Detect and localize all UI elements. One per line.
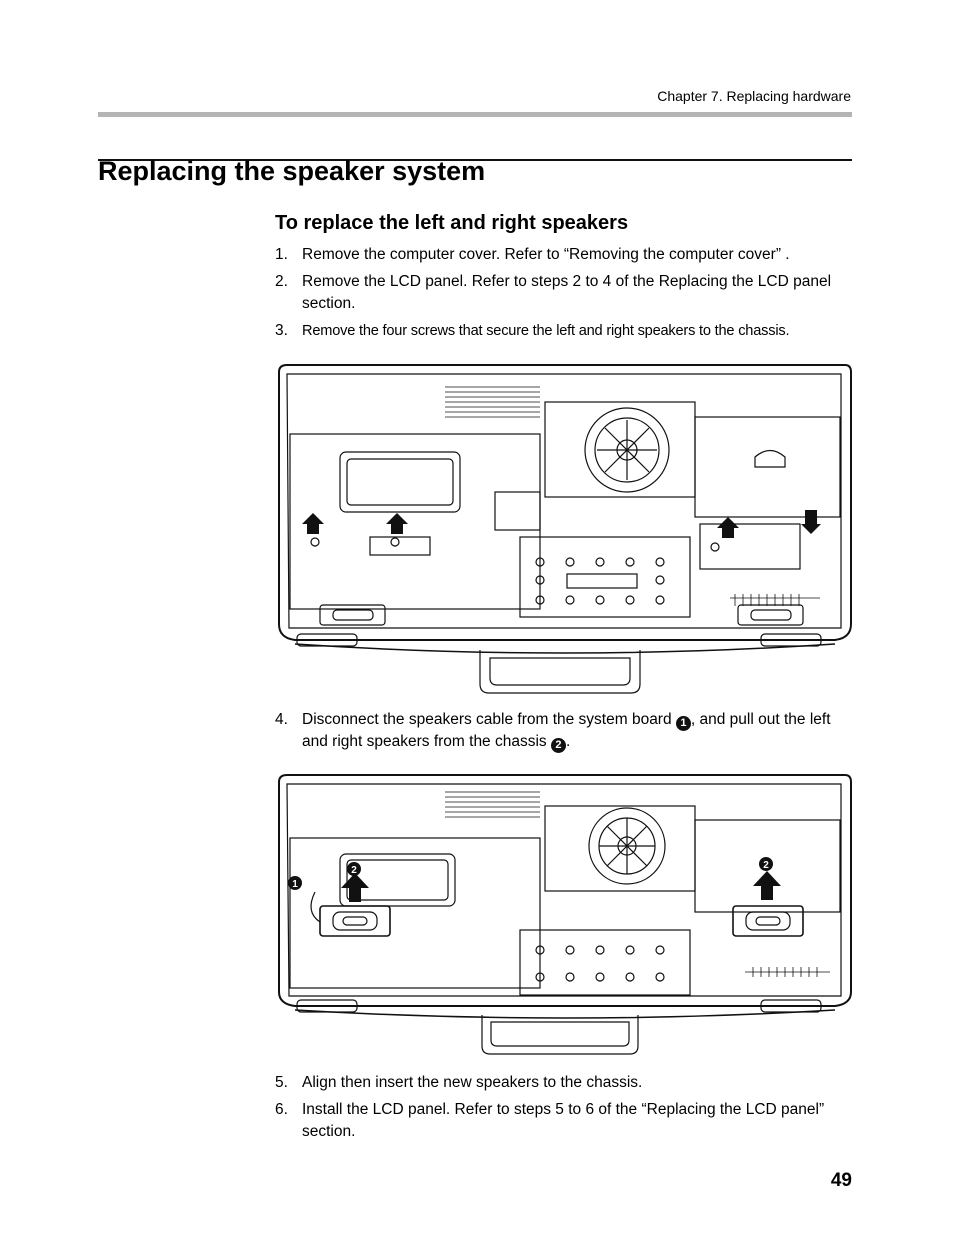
step-number: 1.: [275, 246, 288, 263]
figure-remove-screws: [278, 364, 852, 694]
step-text: Remove the LCD panel. Refer to steps 2 t…: [302, 273, 832, 312]
step-number: 6.: [275, 1101, 288, 1118]
step-text: Remove the computer cover. Refer to “Rem…: [302, 246, 790, 263]
step-number: 3.: [275, 322, 288, 339]
callout-1: 1: [675, 716, 691, 731]
step-number: 2.: [275, 273, 288, 290]
step-6: 6. Install the LCD panel. Refer to steps…: [275, 1099, 850, 1143]
svg-text:2: 2: [763, 860, 769, 871]
step-5: 5. Align then insert the new speakers to…: [275, 1072, 850, 1094]
step-text: Disconnect the speakers cable from the s…: [302, 709, 850, 753]
header-rule: [98, 112, 852, 117]
svg-text:2: 2: [351, 865, 357, 876]
step-text-part: , and pull out the left and right speake…: [302, 711, 831, 750]
step-2: 2. Remove the LCD panel. Refer to steps …: [275, 271, 850, 315]
step-3: 3. Remove the four screws that secure th…: [275, 320, 850, 342]
step-number: 5.: [275, 1074, 288, 1091]
step-text-part: .: [565, 733, 571, 750]
svg-text:1: 1: [292, 879, 298, 890]
section-subtitle: To replace the left and right speakers: [275, 212, 629, 234]
figure-remove-speakers: 1 2 2: [278, 774, 852, 1055]
step-4: 4. Disconnect the speakers cable from th…: [275, 709, 850, 753]
page-title: Replacing the speaker system: [98, 156, 486, 186]
step-text: Align then insert the new speakers to th…: [302, 1074, 643, 1091]
step-text-part: Disconnect the speakers cable from the s…: [302, 711, 672, 728]
step-text: Remove the four screws that secure the l…: [302, 323, 790, 339]
page-number: 49: [830, 1170, 852, 1191]
step-number: 4.: [275, 711, 288, 728]
title-rule: [98, 159, 852, 161]
callout-2: 2: [550, 738, 566, 753]
step-text: Install the LCD panel. Refer to steps 5 …: [302, 1101, 825, 1140]
step-1: 1. Remove the computer cover. Refer to “…: [275, 244, 850, 266]
running-head: Chapter 7. Replacing hardware: [657, 88, 851, 104]
